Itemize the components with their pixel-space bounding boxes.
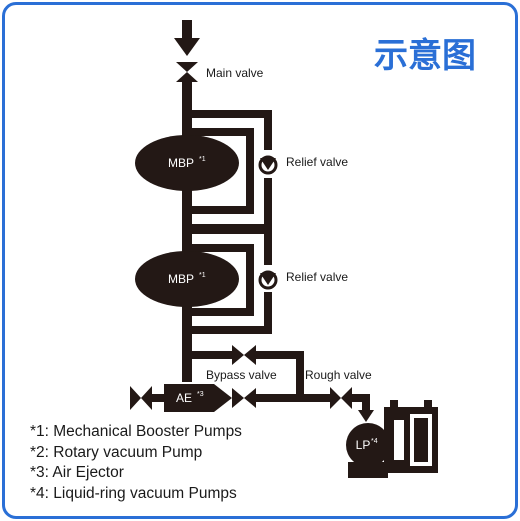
lp-note: *4 [371,438,378,445]
footnotes: *1: Mechanical Booster Pumps *2: Rotary … [30,422,242,504]
footnote-4: *4: Liquid-ring vacuum Pumps [30,484,237,502]
footnote-3: *3: Air Ejector [30,464,124,481]
ae-outlet-valve-icon [232,388,256,408]
lp-inlet-arrow-icon [358,410,374,422]
relief-valve-1-icon [258,155,278,175]
air-ejector [164,384,232,412]
relief-valve-2-icon [258,270,278,290]
bypass-valve-icon [232,345,256,365]
diagram-title: 示意图 [374,36,476,76]
inlet-arrow [174,20,200,56]
rough-pipe [256,394,330,402]
main-valve-label: Main valve [206,66,264,80]
ae-name: AE [176,391,192,405]
mbp-1-name: MBP [168,156,194,170]
main-valve-icon [176,62,198,82]
relief-valve-1-label: Relief valve [286,155,348,169]
bypass-valve-label: Bypass valve [206,368,277,382]
footnote-1: *1: Mechanical Booster Pumps [30,423,242,440]
ae-inlet-valve-icon [130,386,164,410]
mbp-1-note: *1 [199,156,206,163]
mbp-1-pump [135,135,239,191]
rough-valve-icon [330,387,352,409]
relief-valve-2-label: Relief valve [286,270,348,284]
relief-loop-2 [187,226,272,334]
mbp-2-pump [135,251,239,307]
footnote-2: *2: Rotary vacuum Pump [30,443,203,461]
lp-name: LP [356,438,371,452]
mbp-2-note: *1 [199,272,206,279]
ae-note: *3 [197,391,204,398]
rough-valve-label: Rough valve [305,368,372,382]
mbp-2-name: MBP [168,272,194,286]
lp-inlet-pipe [352,394,370,412]
